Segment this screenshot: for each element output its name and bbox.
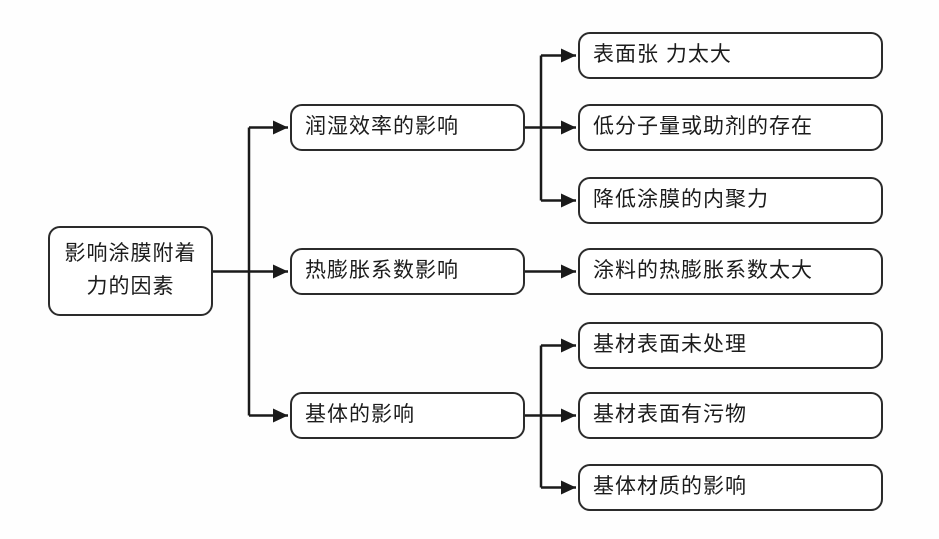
node-branch-substrate: 基体的影响 xyxy=(290,392,525,439)
node-branch-thermal-expansion: 热膨胀系数影响 xyxy=(290,248,525,295)
node-leaf-coating-thermal-expansion-too-high: 涂料的热膨胀系数太大 xyxy=(578,248,883,295)
node-leaf-substrate-surface-untreated: 基材表面未处理 xyxy=(578,322,883,369)
node-leaf-substrate-material-influence: 基体材质的影响 xyxy=(578,464,883,511)
node-leaf-surface-tension-too-high: 表面张 力太大 xyxy=(578,32,883,79)
node-root-adhesion-factors: 影响涂膜附着力的因素 xyxy=(48,226,213,316)
node-branch-wetting-efficiency: 润湿效率的影响 xyxy=(290,104,525,151)
node-leaf-substrate-surface-contaminated: 基材表面有污物 xyxy=(578,392,883,439)
node-leaf-low-molecular-weight-additives: 低分子量或助剂的存在 xyxy=(578,104,883,151)
node-leaf-reduced-film-cohesion: 降低涂膜的内聚力 xyxy=(578,177,883,224)
